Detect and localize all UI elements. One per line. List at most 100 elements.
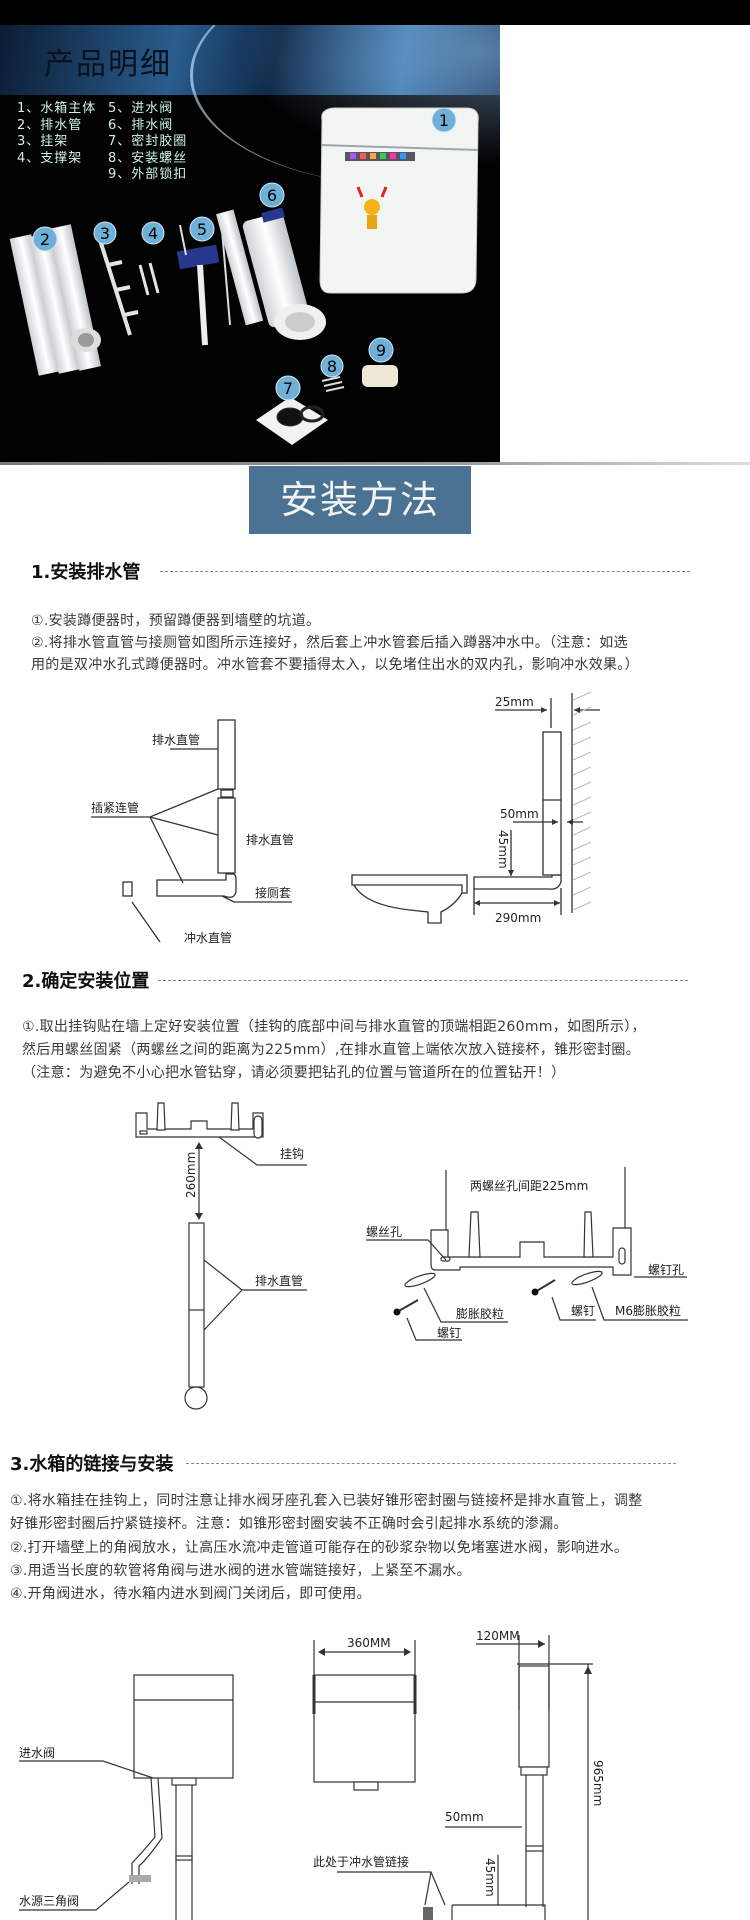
part-item: 5、进水阀 <box>108 101 174 116</box>
screw-head-icon <box>393 1308 401 1316</box>
svg-text:8: 8 <box>327 357 337 376</box>
callout-9-icon: 9 <box>368 337 394 363</box>
drain-pipe-diagram <box>91 719 292 943</box>
part-item: 9、外部锁扣 <box>108 167 188 182</box>
svg-text:6: 6 <box>267 186 277 205</box>
callout-2-icon: 2 <box>32 226 58 252</box>
part-item: 6、排水阀 <box>108 117 174 133</box>
flush-valve <box>216 207 326 340</box>
section3-line: 好锥形密封圈后拧紧链接杯。注意：如锥形密封圈安装不正确时会引起排水系统的渗漏。 <box>10 1516 568 1532</box>
label-flush-link: 此处于冲水管链接 <box>313 1854 409 1869</box>
label-insert-connector: 插紧连管 <box>91 800 139 815</box>
callout-4-icon: 4 <box>141 221 165 245</box>
callout-7-icon: 7 <box>275 375 301 401</box>
svg-text:3: 3 <box>100 224 110 243</box>
dim-290mm: 290mm <box>495 911 541 925</box>
dim-260mm: 260mm <box>184 1152 198 1198</box>
flush-connector-icon <box>423 1907 433 1920</box>
section3-line: ④.开角阀进水，待水箱内进水到阀门关闭后，即可使用。 <box>10 1586 371 1602</box>
section3-line: ③.用适当长度的软管将角阀与进水阀的进水管端链接好，上紧至不漏水。 <box>10 1563 471 1579</box>
callout-6-icon: 6 <box>259 182 285 208</box>
top-black-bar <box>0 0 750 25</box>
section-separator <box>0 462 750 465</box>
dim-45mm: 45mm <box>496 830 510 869</box>
section3-heading: 3.水箱的链接与安装 <box>10 1454 174 1475</box>
dim-50mm-side: 50mm <box>445 1810 484 1824</box>
svg-text:1: 1 <box>439 111 449 130</box>
svg-text:4: 4 <box>148 224 158 243</box>
product-section-title: 产品明细 <box>44 47 172 82</box>
drain-pipes <box>9 224 101 376</box>
section1-line: ②.将排水管直管与接厕管如图所示连接好，然后套上冲水管套后插入蹲器冲水中。（注意… <box>31 635 628 651</box>
dim-25mm: 25mm <box>495 695 534 709</box>
seal-kit <box>256 365 398 445</box>
section1-heading: 1.安装排水管 <box>31 562 141 583</box>
parts-list-col2: 5、进水阀 6、排水阀 7、密封胶圈 8、安装螺丝 9、外部锁扣 <box>108 101 187 184</box>
section1-line: ①.安装蹲便器时，预留蹲便器到墙壁的坑道。 <box>31 613 321 629</box>
wall-hatch <box>572 691 592 911</box>
section2-divider <box>158 980 688 981</box>
cistern-side-diagram <box>337 1635 593 1920</box>
label-hook: 挂钩 <box>280 1147 304 1161</box>
section2-line: 然后用螺丝固紧（两螺丝之间的距离为225mm）,在排水直管上端依次放入链接杯，锥… <box>22 1042 640 1058</box>
part-item: 1、水箱主体 <box>17 101 97 116</box>
section1-line: 用的是双冲水孔式蹲便器时。冲水管套不要插得太入，以免堵住出水的双内孔，影响冲水效… <box>31 657 639 673</box>
section3-line: ②.打开墙壁上的角阀放水，让高压水流冲走管道可能存在的砂浆杂物以免堵塞进水阀，影… <box>10 1540 629 1556</box>
label-angle-valve: 水源三角阀 <box>19 1894 79 1908</box>
label-m6-plug: M6膨胀胶粒 <box>615 1303 681 1318</box>
dim-45mm-side: 45mm <box>483 1858 497 1897</box>
dim-50mm: 50mm <box>500 807 539 821</box>
side-view-diagram <box>351 693 600 924</box>
label-inlet-valve: 进水阀 <box>19 1746 55 1760</box>
callout-3-icon: 3 <box>93 221 117 245</box>
section1-divider <box>160 571 690 572</box>
hook-mount-diagram <box>366 1167 688 1341</box>
hanger-bracket <box>98 239 160 336</box>
arrowheads-side <box>538 1640 592 1674</box>
svg-text:5: 5 <box>197 220 207 239</box>
cistern-front-diagram <box>19 1674 234 1920</box>
parts-list-col1: 1、水箱主体 2、排水管 3、挂架 4、支撑架 <box>17 101 96 167</box>
callout-bubbles: 1 2 3 4 5 6 7 8 9 <box>32 107 457 401</box>
dim-965mm: 965mm <box>591 1760 605 1806</box>
label-screw-mid: 螺钉 <box>571 1304 595 1318</box>
dim-360mm: 360MM <box>347 1636 391 1650</box>
part-item: 2、排水管 <box>17 117 83 133</box>
part-item: 7、密封胶圈 <box>108 134 188 149</box>
label-drain-pipe-lower: 排水直管 <box>246 832 294 847</box>
part-item: 8、安装螺丝 <box>108 150 188 166</box>
svg-text:9: 9 <box>376 341 386 360</box>
callout-5-icon: 5 <box>189 216 215 242</box>
svg-text:2: 2 <box>40 230 50 249</box>
install-method-banner: 安装方法 <box>249 466 471 534</box>
part-item: 4、支撑架 <box>17 150 83 166</box>
label-screw-spacing: 两螺丝孔间距225mm <box>470 1179 588 1193</box>
section3-divider <box>186 1463 676 1464</box>
label-flush-pipe: 冲水直管 <box>184 930 232 945</box>
section2-line: （注意：为避免不小心把水管钻穿，请必须要把钻孔的位置与管道所在的位置钻开！） <box>22 1065 566 1081</box>
hook-front-diagram <box>135 1102 307 1410</box>
cistern-width-diagram <box>312 1640 417 1791</box>
label-drain-pipe-upper: 排水直管 <box>152 732 200 747</box>
angle-valve-icon <box>129 1875 151 1882</box>
dim-120mm: 120MM <box>476 1629 520 1643</box>
label-toilet-sleeve: 接厕套 <box>255 885 291 900</box>
callout-1-icon: 1 <box>431 107 457 133</box>
label-screw-left: 螺钉 <box>437 1326 461 1340</box>
svg-text:7: 7 <box>283 379 293 398</box>
section2-line: ①.取出挂钩贴在墙上定好安装位置（挂钩的底部中间与排水直管的顶端相距260mm，… <box>22 1019 646 1035</box>
callout-8-icon: 8 <box>320 354 344 378</box>
inlet-valve <box>176 224 231 346</box>
screw-head-icon <box>531 1288 539 1296</box>
part-item: 3、挂架 <box>17 134 69 149</box>
cistern-body <box>319 107 479 294</box>
label-nail-hole: 螺钉孔 <box>648 1263 684 1277</box>
product-photo: 产品明细 1、水箱主体 2、排水管 3、挂架 4、支撑架 5、进水阀 6、排水阀… <box>0 25 500 463</box>
label-drain-pipe: 排水直管 <box>255 1273 303 1288</box>
parts-illustration: 1 2 3 4 5 6 7 8 9 <box>9 107 479 445</box>
section2-heading: 2.确定安装位置 <box>22 971 150 992</box>
section3-line: ①.将水箱挂在挂钩上，同时注意让排水阀牙座孔套入已装好锥形密封圈与链接杯是排水直… <box>10 1493 643 1509</box>
label-expansion-plug: 膨胀胶粒 <box>456 1306 504 1321</box>
